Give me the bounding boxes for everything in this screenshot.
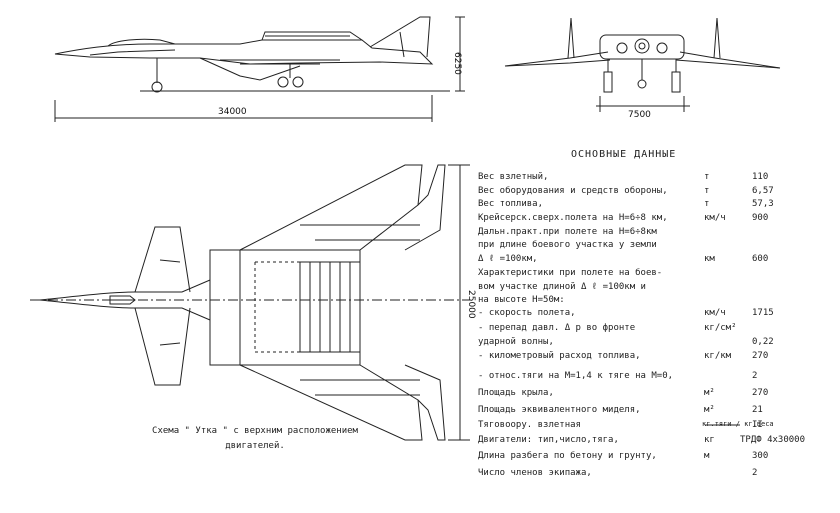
spec-param: Число членов экипажа, <box>478 468 592 478</box>
spec-unit: кг <box>704 435 715 445</box>
spec-param: Вес оборудования и средств обороны, <box>478 186 668 196</box>
side-height-dim: 6250 <box>452 52 462 75</box>
spec-unit: кг.тяги / кг.веса <box>702 420 774 428</box>
spec-value: 0,22 <box>752 337 774 347</box>
spec-unit: т <box>704 186 710 196</box>
spec-value: 57,3 <box>752 199 774 209</box>
spec-param: Характеристики при полете на боев- <box>478 268 663 278</box>
spec-param: - скорость полета, <box>478 308 576 318</box>
front-view <box>504 17 781 112</box>
spec-unit: м² <box>704 388 715 398</box>
spec-value: 1715 <box>752 308 774 318</box>
spec-param: Длина разбега по бетону и грунту, <box>478 451 657 461</box>
side-length-dim: 34000 <box>218 107 247 117</box>
top-view <box>30 164 470 441</box>
spec-unit: кг/см² <box>704 323 737 333</box>
front-width-dim: 7500 <box>628 110 651 120</box>
side-view <box>54 16 465 122</box>
spec-unit: км <box>704 254 715 264</box>
spec-value: II <box>752 420 763 430</box>
spec-param: Площадь крыла, <box>478 388 554 398</box>
spec-param: - километровый расход топлива, <box>478 351 641 361</box>
caption-line-2: двигателей. <box>225 441 285 452</box>
spec-param: Δ ℓ =100км, <box>478 254 538 264</box>
spec-title: ОСНОВНЫЕ ДАННЫЕ <box>571 149 677 160</box>
spec-param: Двигатели: тип,число,тяга, <box>478 435 619 445</box>
spec-unit: м² <box>704 405 715 415</box>
caption-line-1: Схема " Утка " с верхним расположением <box>152 426 358 436</box>
spec-unit: м <box>704 451 710 461</box>
spec-value: 2 <box>752 371 758 381</box>
spec-param: Вес взлетный, <box>478 172 549 182</box>
spec-value: 6,57 <box>752 186 774 196</box>
spec-value: 300 <box>752 451 769 461</box>
spec-param: Тяговоору. взлетная <box>478 420 581 430</box>
spec-param: Вес топлива, <box>478 199 544 209</box>
spec-value: ТРДФ 4х30000 <box>740 435 806 445</box>
spec-value: 270 <box>752 388 769 398</box>
spec-param: - перепад давл. Δ р во фронте <box>478 323 636 333</box>
spec-unit: кг/км <box>704 351 732 361</box>
spec-unit: т <box>704 172 710 182</box>
spec-param: Крейсерск.сверх.полета на Н=6÷8 км, <box>478 213 668 223</box>
spec-value: 110 <box>752 172 769 182</box>
spec-param: Площадь эквивалентного миделя, <box>478 405 641 415</box>
spec-param: Дальн.практ.при полете на Н=6÷8км <box>478 227 657 237</box>
spec-param: - относ.тяги на М=1,4 к тяге на М=0, <box>478 371 674 381</box>
spec-value: 900 <box>752 213 769 223</box>
spec-param: ударной волны, <box>478 337 554 347</box>
spec-value: 270 <box>752 351 769 361</box>
spec-param: вом участке длиной Δ ℓ =100км и <box>478 282 646 292</box>
top-span-dim: 25000 <box>466 290 476 319</box>
drawing-caption: Схема " Утка " с верхним расположением д… <box>140 424 370 455</box>
spec-unit: км/ч <box>704 308 726 318</box>
spec-param: при длине боевого участка у земли <box>478 240 657 250</box>
spec-value: 600 <box>752 254 769 264</box>
spec-value: 21 <box>752 405 763 415</box>
spec-unit: т <box>704 199 710 209</box>
spec-value: 2 <box>752 468 758 478</box>
spec-unit: км/ч <box>704 213 726 223</box>
spec-param: на высоте Н=50м: <box>478 295 565 305</box>
